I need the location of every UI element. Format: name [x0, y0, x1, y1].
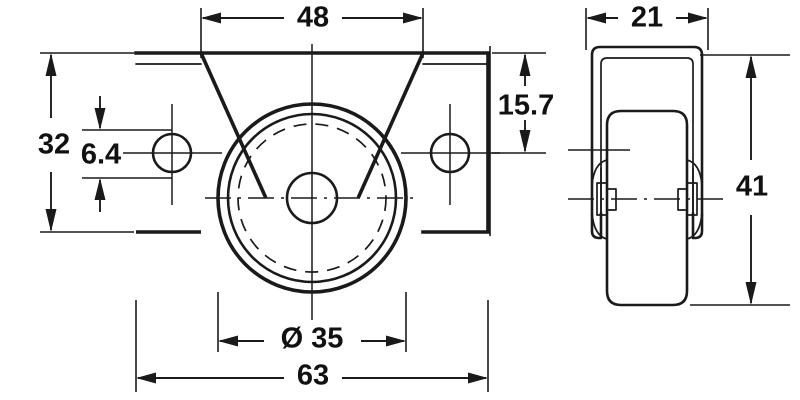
dim157-text: 15.7	[498, 90, 554, 122]
dimension-diameter-35: Ø 35	[217, 292, 407, 355]
dim48-text: 48	[297, 2, 329, 34]
plate-body	[134, 51, 490, 234]
dim21-text: 21	[631, 2, 663, 34]
dimension-15-7: 15.7	[489, 46, 554, 236]
dim48-arrow-left	[201, 12, 221, 24]
front-view-group	[123, 44, 500, 320]
dim41-arrow-bottom	[745, 282, 757, 305]
fixing-holes	[151, 132, 471, 174]
dim157-arrow-bottom	[519, 130, 531, 153]
plate-chamfer-left	[198, 50, 268, 199]
dim32-arrow-top	[45, 53, 57, 76]
dimension-6-4: 6.4	[81, 96, 172, 212]
dim63-text: 63	[297, 360, 329, 392]
right-fixing-hole	[429, 132, 471, 174]
wheel-body-side	[605, 109, 689, 307]
dim41-arrow-top	[745, 55, 757, 78]
dimension-21: 21	[585, 2, 709, 50]
dimension-48: 48	[200, 2, 424, 58]
mounting-plate-outline	[134, 50, 490, 234]
dim32-arrow-bottom	[45, 209, 57, 232]
bracket-right-leg-end	[691, 211, 704, 240]
left-fixing-hole	[151, 132, 193, 174]
wheel-assembly-front	[216, 102, 408, 294]
dim157-arrow-top	[519, 53, 531, 76]
wheel-outer-circle	[216, 102, 408, 294]
bracket-inner-profile	[600, 57, 694, 214]
dim32-text: 32	[38, 129, 70, 161]
dim64-arrow-bottom	[94, 178, 106, 200]
wheel-tread-circle	[226, 112, 398, 284]
wheel-hub-circle	[285, 171, 339, 225]
dim64-text: 6.4	[81, 139, 121, 171]
wheel-hidden-circle	[237, 123, 387, 273]
dim64-arrow-top	[94, 108, 106, 130]
dim35-text: Ø 35	[281, 323, 344, 355]
dim35-arrow-left	[218, 335, 238, 347]
dim21-arrow-right	[688, 12, 708, 24]
axle-left-cap	[591, 159, 608, 240]
dim21-arrow-left	[586, 12, 606, 24]
dimension-32: 32	[38, 52, 134, 233]
side-view-group	[568, 45, 726, 307]
bracket-left-leg-end	[590, 211, 603, 240]
dim63-arrow-right	[468, 372, 488, 384]
dim63-arrow-left	[136, 372, 156, 384]
dim48-arrow-right	[403, 12, 423, 24]
dimension-63: 63	[135, 300, 489, 392]
dim35-arrow-right	[386, 335, 406, 347]
dim41-text: 41	[736, 171, 768, 203]
dimension-41: 41	[690, 54, 790, 306]
plate-chamfer-right	[356, 50, 426, 199]
front-view-centerlines	[123, 44, 500, 320]
